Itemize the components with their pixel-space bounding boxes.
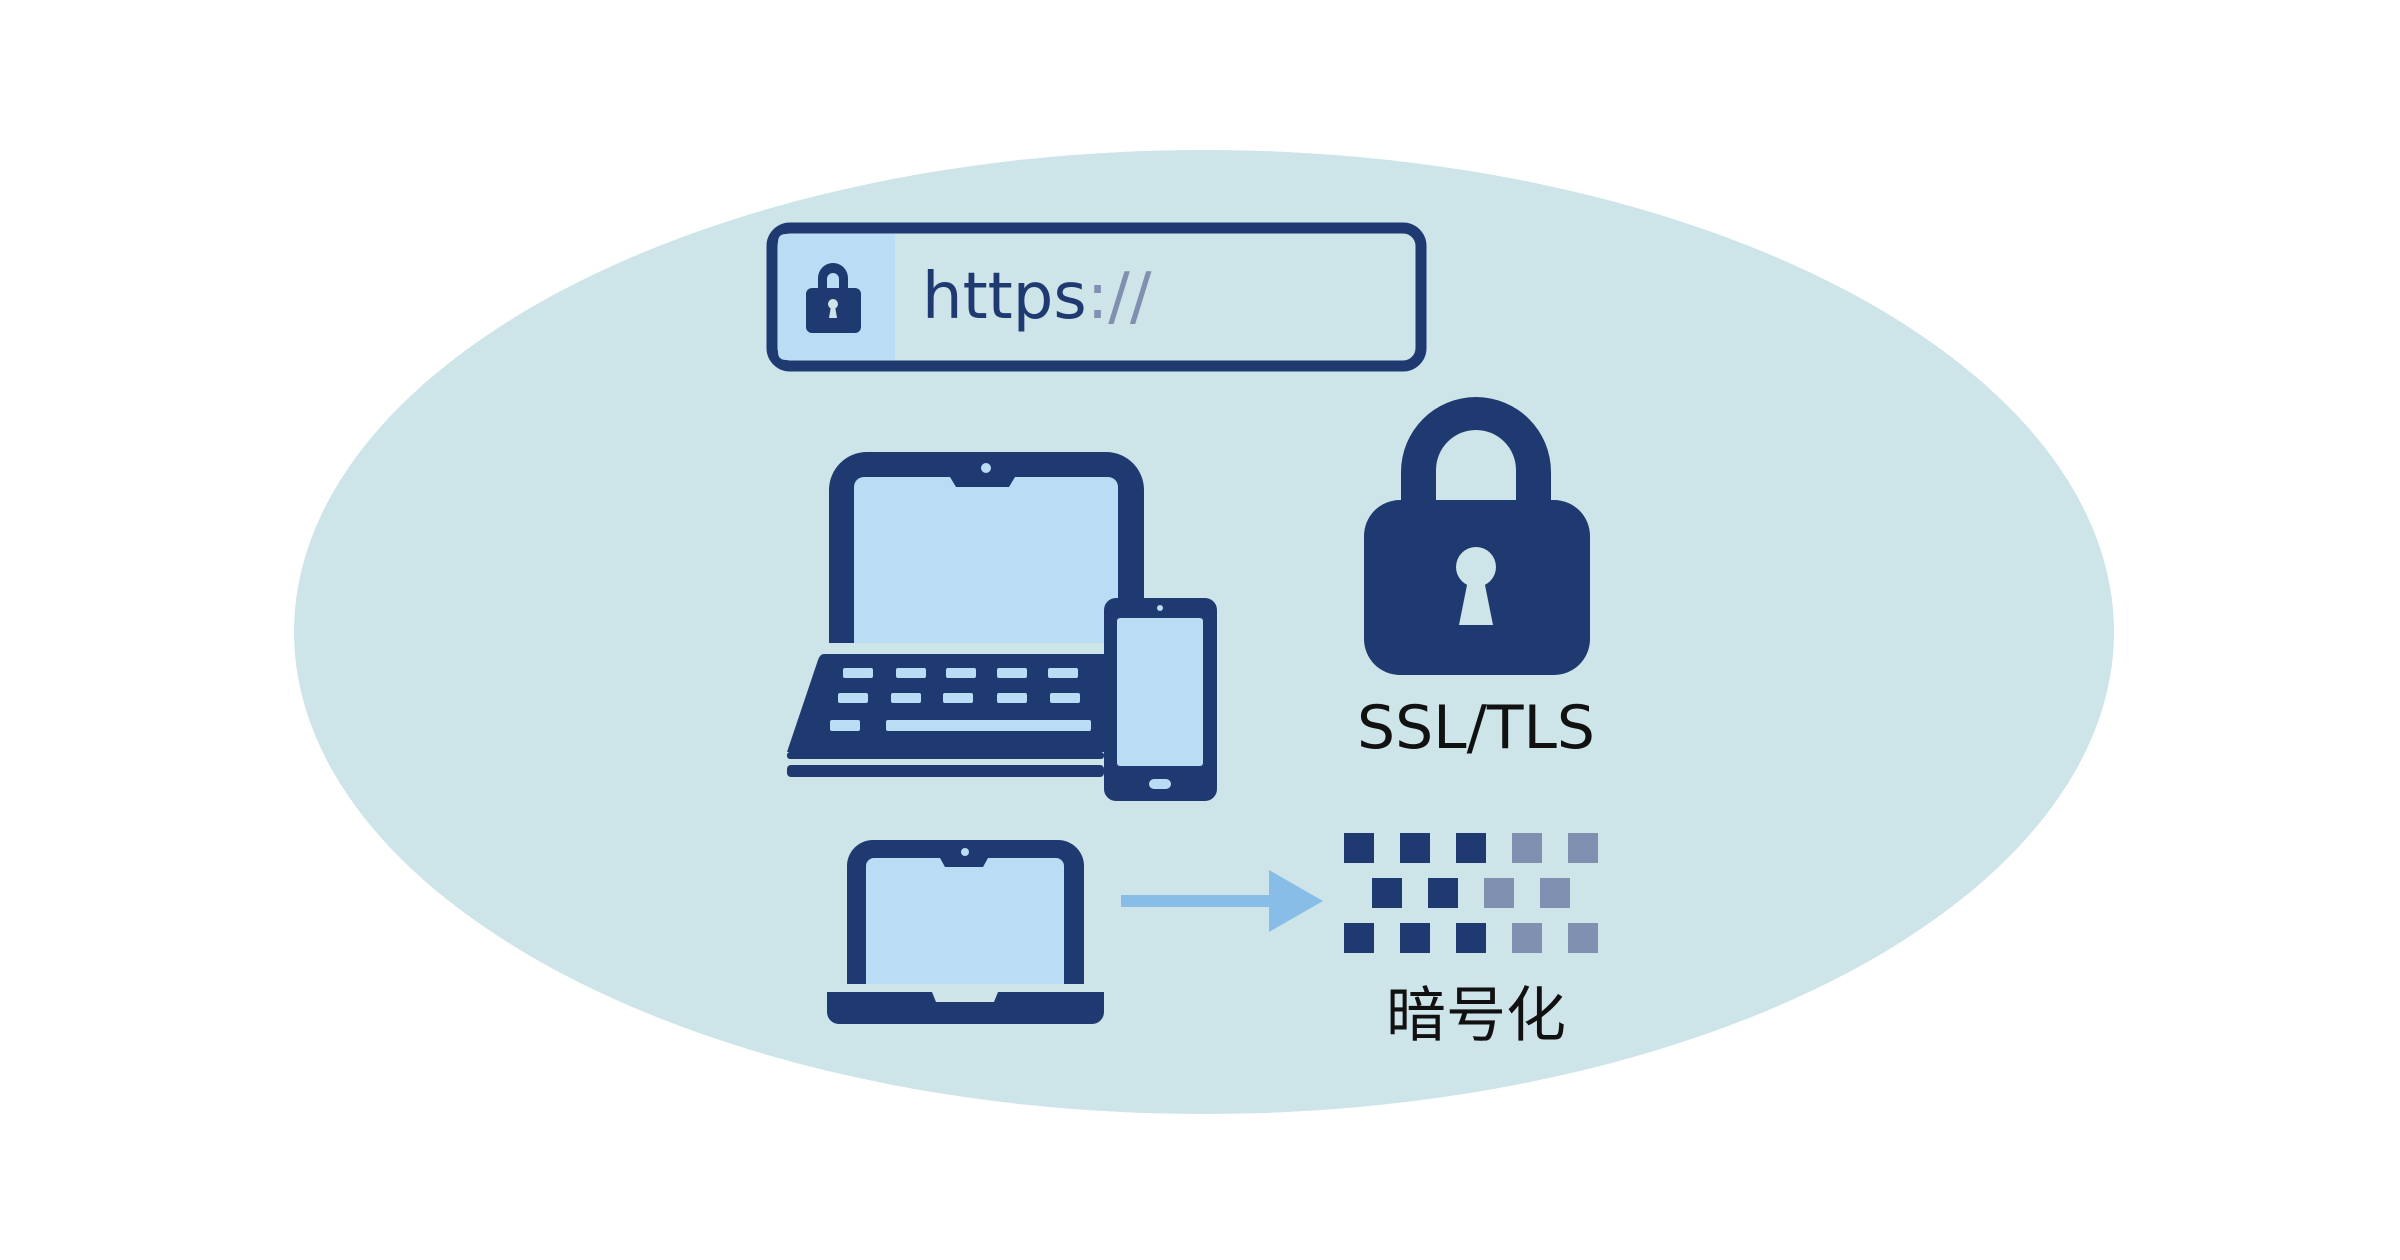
cipher-block (1344, 833, 1374, 863)
cipher-block (1372, 878, 1402, 908)
cipher-block (1400, 923, 1430, 953)
cipher-block (1512, 923, 1542, 953)
laptop-icon (787, 452, 1144, 777)
small-laptop-icon (827, 840, 1104, 1024)
encryption-label: 暗号化 (1386, 981, 1566, 1051)
cipher-block (1540, 878, 1570, 908)
arrow-right-icon (1121, 870, 1323, 932)
padlock-icon (1364, 397, 1590, 675)
svg-text:https://: https:// (922, 260, 1152, 334)
encrypted-blocks-icon (1344, 833, 1598, 953)
cipher-block (1568, 923, 1598, 953)
address-bar: https:// (766, 222, 1427, 372)
cipher-block (1456, 923, 1486, 953)
smartphone-icon (1104, 598, 1217, 801)
cipher-block (1428, 878, 1458, 908)
cipher-block (1484, 878, 1514, 908)
url-separator: :// (1087, 260, 1152, 334)
cipher-block (1400, 833, 1430, 863)
ssl-tls-label: SSL/TLS (1357, 693, 1595, 763)
lock-icon (806, 263, 861, 333)
cipher-block (1344, 923, 1374, 953)
cipher-block (1512, 833, 1542, 863)
cipher-block (1456, 833, 1486, 863)
cipher-block (1568, 833, 1598, 863)
url-scheme: https (922, 260, 1087, 334)
